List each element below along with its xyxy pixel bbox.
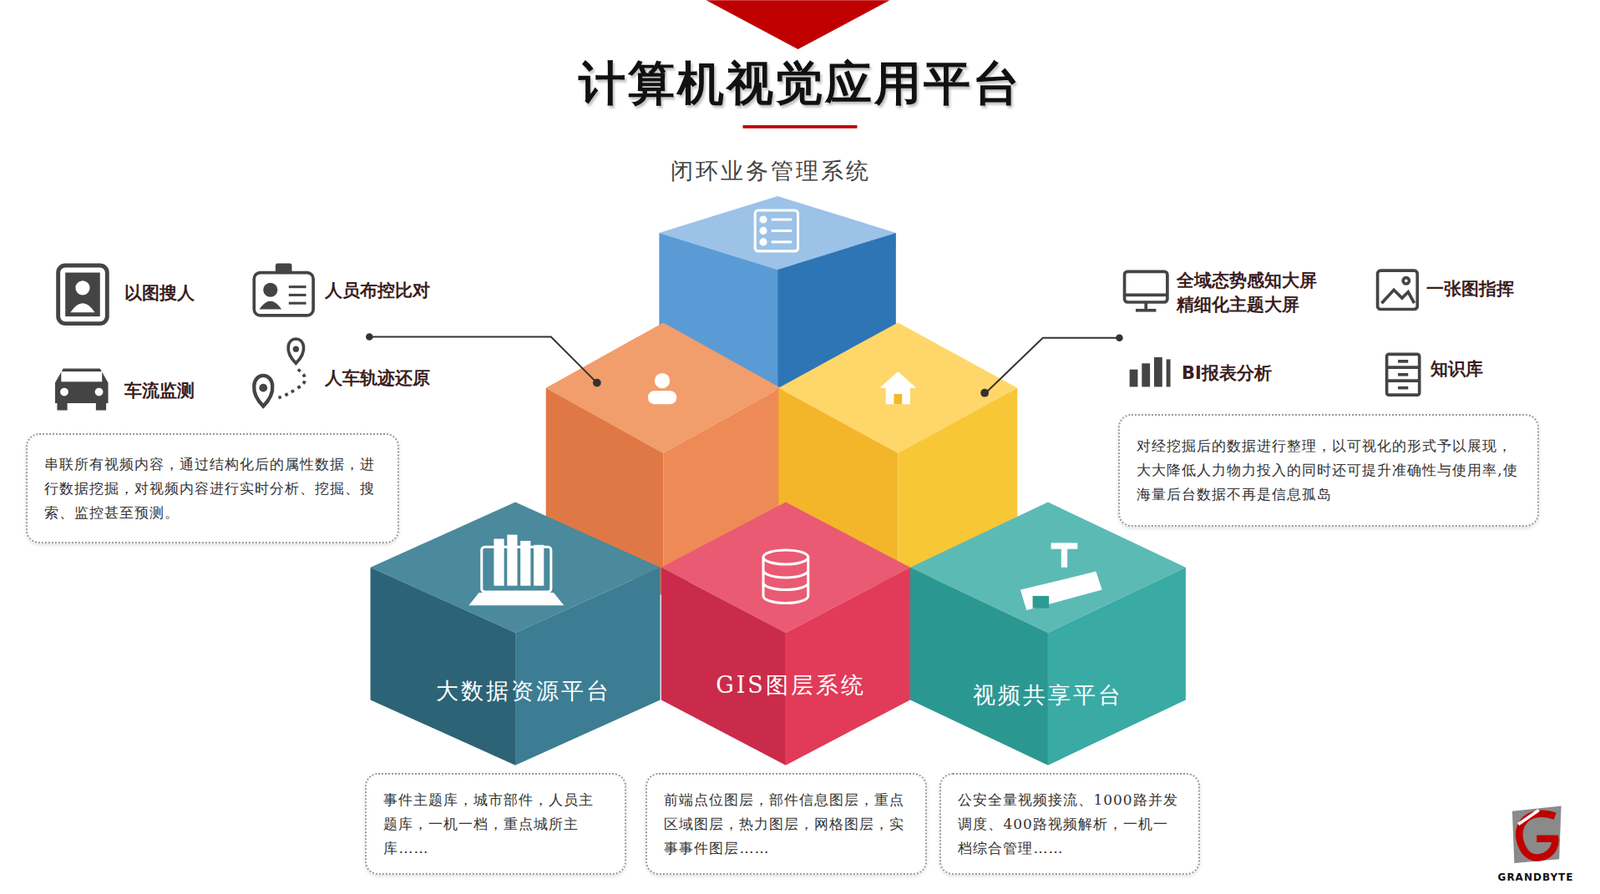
- node-text: 大数据资源平台: [435, 676, 612, 707]
- feature-label: 人员布控比对: [324, 278, 431, 303]
- logo-text: GRANDBYTE: [1498, 871, 1575, 884]
- leader-lines: [369, 337, 1118, 393]
- node-text: GIS图层系统: [715, 670, 866, 701]
- note-box: 对经挖掘后的数据进行整理，以可视化的形式予以展现，大大降低人力物力投入的同时还可…: [1118, 414, 1539, 527]
- feature-label: 知识库: [1430, 357, 1484, 381]
- cube-stack: [370, 196, 1186, 766]
- node-text: 对经挖掘后的数据进行整理，以可视化的形式予以展现，大大降低人力物力投入的同时还可…: [1136, 434, 1520, 507]
- node-text: 闭环业务管理系统: [670, 156, 871, 187]
- feature-label: 一张图指挥: [1426, 277, 1514, 301]
- node-text: 视频共享平台: [972, 680, 1124, 711]
- bar-icon: [1129, 357, 1171, 387]
- cube-label: GIS图层系统: [715, 670, 866, 701]
- node-text: 公安全量视频接流、1000路并发调度、400路视频解析，一机一档综合管理……: [957, 788, 1182, 861]
- feature-label: 精细化主题大屏: [1176, 293, 1300, 317]
- node-text: 前端点位图层，部件信息图层，重点区域图层，热力图层，网格图层，实事事件图层……: [663, 788, 908, 861]
- section-heading: 闭环业务管理系统: [670, 156, 871, 187]
- feature-label: 以图搜人: [124, 281, 195, 305]
- title-underline: [743, 125, 858, 129]
- feature-label: BI报表分析: [1181, 361, 1272, 385]
- node-text: 事件主题库，城市部件，人员主题库，一机一档，重点城所主库……: [383, 788, 608, 861]
- feature-label: 全域态势感知大屏: [1176, 268, 1317, 293]
- node-text: 串联所有视频内容，通过结构化后的属性数据，进行数据挖掘，对视频内容进行实时分析、…: [44, 452, 381, 526]
- cube: [910, 501, 1186, 765]
- cube-face: [661, 567, 786, 766]
- cube-label: 视频共享平台: [972, 680, 1124, 711]
- note-box: 前端点位图层，部件信息图层，重点区域图层，热力图层，网格图层，实事事件图层……: [645, 773, 927, 876]
- cube-icons: [471, 210, 809, 605]
- page-title: 计算机视觉应用平台: [0, 52, 1600, 117]
- left-icons: [55, 263, 314, 411]
- note-box: 事件主题库，城市部件，人员主题库，一机一档，重点城所主库……: [364, 773, 627, 876]
- cube-icons-filled: [493, 371, 1102, 611]
- feature-label: 人车轨迹还原: [324, 366, 431, 390]
- leader-dots: [365, 333, 1124, 397]
- logo-mark: [1512, 806, 1562, 864]
- cube-label: 大数据资源平台: [435, 676, 612, 707]
- note-box: 串联所有视频内容，通过结构化后的属性数据，进行数据挖掘，对视频内容进行实时分析、…: [25, 433, 400, 544]
- cube: [370, 501, 661, 765]
- feature-label: 车流监测: [124, 379, 195, 403]
- cube-face: [785, 567, 911, 766]
- cube: [661, 501, 911, 765]
- top-triangle: [706, 0, 891, 50]
- note-box: 公安全量视频接流、1000路并发调度、400路视频解析，一机一档综合管理……: [939, 773, 1200, 876]
